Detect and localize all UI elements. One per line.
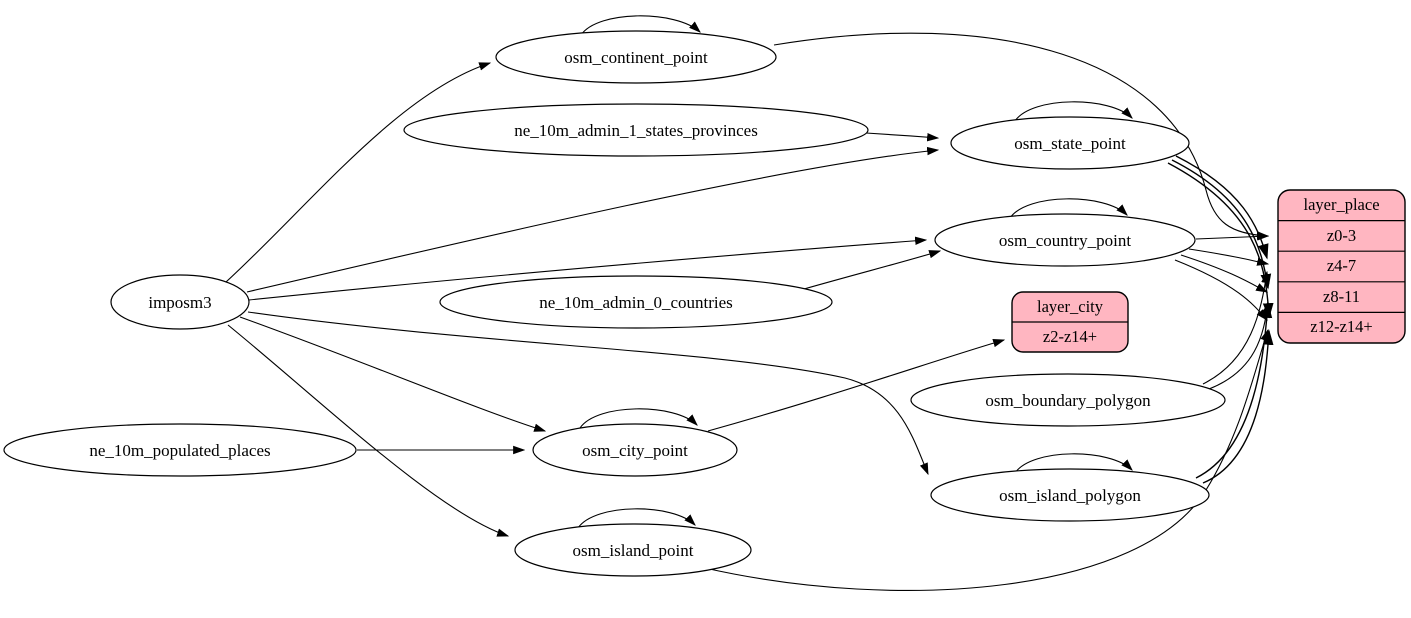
node-ne_10m_admin_1_states_provinces-label: ne_10m_admin_1_states_provinces (514, 121, 758, 140)
node-ne_10m_admin_0_countries: ne_10m_admin_0_countries (439, 275, 833, 329)
node-ne_10m_admin_0_countries-shape (439, 275, 833, 329)
node-osm_island_point-shape (514, 523, 752, 577)
node-osm_state_point: osm_state_point (950, 116, 1190, 170)
record-layer_city: layer_city z2-z14+ (1011, 291, 1129, 353)
edge-osm_state_point-to-layer_place-z4-7 (1175, 155, 1269, 260)
self-loop-osm_state_point (1014, 101, 1133, 122)
node-osm_island_polygon: osm_island_polygon (930, 468, 1210, 522)
node-osm_country_point-shape (934, 213, 1196, 267)
self-loop-osm_city_point (579, 408, 698, 429)
edge-imposm3-to-osm_country_point (248, 236, 928, 301)
node-osm_island_point-label: osm_island_point (573, 541, 694, 560)
record-layer_city-title: layer_city (1037, 297, 1104, 316)
record-layer_place-row-z4-7: z4-7 (1327, 256, 1356, 275)
self-loop-osm_island_point (577, 508, 696, 529)
self-loop-osm_island_polygon (1014, 453, 1133, 474)
self-loop-osm_continent_point (580, 15, 701, 36)
record-layer_place-box (1277, 189, 1406, 344)
edge-osm_island_point-to-layer_place-z12-z14 (704, 328, 1269, 591)
node-osm_continent_point-label: osm_continent_point (564, 48, 708, 67)
record-layer_place: layer_place z0-3 z4-7 z8-11 z12-z14+ (1277, 189, 1406, 344)
node-ne_10m_admin_1_states_provinces-shape (403, 103, 869, 157)
node-osm_island_point: osm_island_point (514, 523, 752, 577)
node-osm_state_point-label: osm_state_point (1014, 134, 1126, 153)
edge-imposm3-to-osm_city_point (239, 316, 547, 432)
node-osm_boundary_polygon-shape (910, 373, 1226, 427)
node-ne_10m_populated_places-label: ne_10m_populated_places (89, 441, 270, 460)
record-layer_city-row-z2-z14: z2-z14+ (1043, 327, 1097, 346)
node-osm_country_point-label: osm_country_point (999, 231, 1131, 250)
edge-osm_continent_point-to-layer_place-z0-3 (773, 32, 1270, 240)
node-osm_island_polygon-shape (930, 468, 1210, 522)
node-osm_boundary_polygon: osm_boundary_polygon (910, 373, 1226, 427)
node-ne_10m_populated_places: ne_10m_populated_places (3, 423, 357, 477)
node-osm_city_point-label: osm_city_point (582, 441, 688, 460)
node-ne_10m_admin_0_countries-label: ne_10m_admin_0_countries (539, 293, 733, 312)
edge-imposm3-to-osm_continent_point (225, 62, 492, 283)
edges-layer (225, 15, 1274, 591)
edge-osm_country_point-to-layer_place-z4-7 (1188, 248, 1270, 266)
edge-osm_city_point-to-layer_city-z2-z14 (707, 338, 1006, 432)
node-imposm3-label: imposm3 (148, 293, 211, 312)
node-osm_continent_point-shape (495, 30, 777, 84)
node-osm_continent_point: osm_continent_point (495, 30, 777, 84)
record-layer_place-row-z8-11: z8-11 (1323, 287, 1360, 306)
edge-imposm3-to-osm_island_polygon (247, 311, 929, 476)
node-ne_10m_populated_places-shape (3, 423, 357, 477)
node-osm_city_point: osm_city_point (532, 423, 738, 477)
edge-osm_country_point-to-layer_place-z0-3 (1195, 232, 1270, 241)
edge-osm_boundary_polygon-to-layer_place-z4-7 (1202, 270, 1270, 385)
edge-osm_island_polygon-to-layer_place-z12-z14 (1202, 329, 1274, 484)
edge-osm_island_polygon-to-layer_place-z8-11 (1195, 302, 1273, 479)
edge-imposm3-to-osm_state_point (246, 146, 940, 293)
record-layer_place-row-z0-3: z0-3 (1327, 226, 1356, 245)
self-loop-osm_country_point (1009, 198, 1128, 219)
edge-ne_10m_admin_0_countries-to-osm_country_point (803, 250, 942, 290)
record-layer_place-row-z12-z14: z12-z14+ (1310, 317, 1372, 336)
node-osm_island_polygon-label: osm_island_polygon (999, 486, 1141, 505)
node-osm_state_point-shape (950, 116, 1190, 170)
node-imposm3: imposm3 (110, 274, 250, 330)
node-osm_city_point-shape (532, 423, 738, 477)
node-imposm3-shape (110, 274, 250, 330)
edge-osm_state_point-to-layer_place-z12-z14 (1167, 162, 1274, 319)
record-layer_place-title: layer_place (1303, 195, 1379, 214)
node-ne_10m_admin_1_states_provinces: ne_10m_admin_1_states_provinces (403, 103, 869, 157)
node-osm_country_point: osm_country_point (934, 213, 1196, 267)
edge-ne_10m_admin_1_states_provinces-to-osm_state_point (865, 132, 940, 142)
node-osm_boundary_polygon-label: osm_boundary_polygon (985, 391, 1151, 410)
